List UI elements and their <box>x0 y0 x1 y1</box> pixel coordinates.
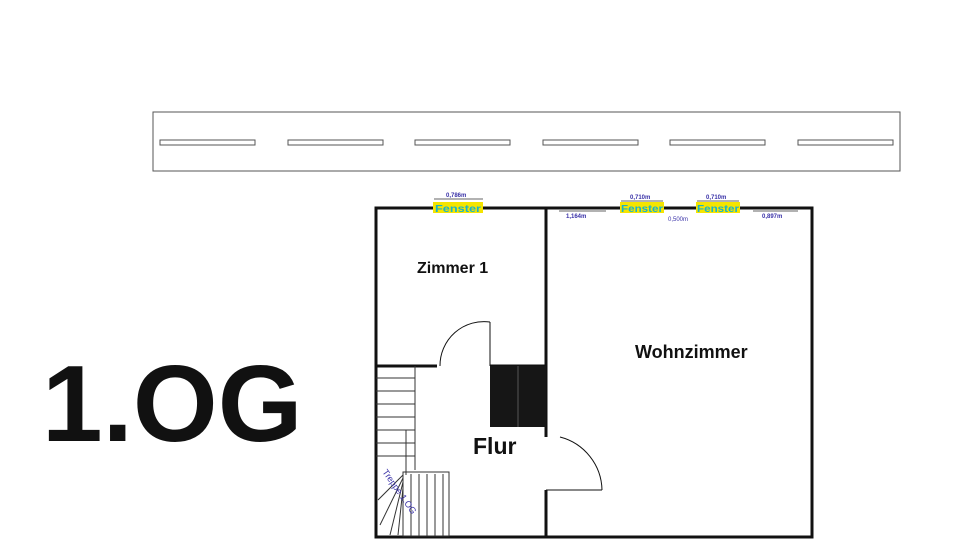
dim-right: 0,897m <box>762 214 782 220</box>
staircase <box>376 366 450 537</box>
window-1: Fenster 0,786m <box>433 193 483 215</box>
room-flur: Flur <box>473 433 516 459</box>
room-zimmer1: Zimmer 1 <box>417 260 488 277</box>
window-3-width: 0,710m <box>706 195 726 201</box>
door-wohnzimmer <box>546 436 603 491</box>
dim-left: 1,164m <box>566 214 586 220</box>
window-2-label: Fenster <box>621 204 663 215</box>
window-3-label: Fenster <box>697 204 739 215</box>
window-2-width: 0,710m <box>630 195 650 201</box>
door-zimmer1 <box>439 321 491 367</box>
walls <box>374 206 814 539</box>
top-structure <box>152 111 901 172</box>
window-1-label: Fenster <box>435 204 481 215</box>
window-3: Fenster 0,710m <box>696 195 740 215</box>
dim-between: 0,500m <box>668 217 688 223</box>
room-wohnzimmer: Wohnzimmer <box>635 342 748 362</box>
window-1-width: 0,786m <box>446 193 466 199</box>
window-2: Fenster 0,710m <box>620 195 664 215</box>
floor-label: 1.OG <box>42 343 302 465</box>
